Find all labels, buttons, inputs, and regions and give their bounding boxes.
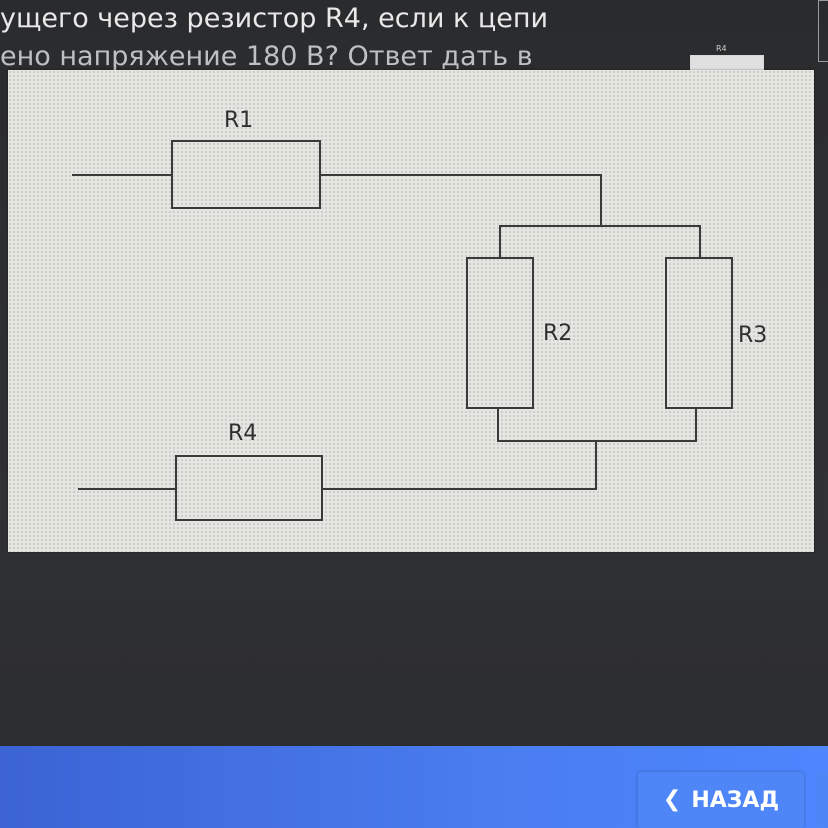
bottom-nav-bar: ❮ НАЗАД bbox=[0, 746, 828, 828]
resistor-r3 bbox=[665, 257, 733, 409]
label-r2: R2 bbox=[543, 321, 572, 346]
wire-node-to-r4 bbox=[322, 441, 597, 490]
next-button[interactable] bbox=[816, 772, 828, 828]
wire-top-bus bbox=[499, 225, 701, 258]
resistor-r2 bbox=[466, 257, 534, 409]
question-line-2: ено напряжение 180 В? Ответ дать в bbox=[0, 41, 533, 72]
back-button-label: НАЗАД bbox=[691, 787, 780, 813]
thumbnail-label: R4 bbox=[716, 44, 727, 53]
edge-frame bbox=[818, 0, 828, 62]
question-line-1: ущего через резистор R4, если к цепи bbox=[0, 3, 549, 34]
circuit-diagram: R1 R2 R3 R4 bbox=[8, 70, 814, 552]
label-r3: R3 bbox=[738, 323, 767, 348]
wire-r1-to-node bbox=[320, 174, 602, 226]
wire-bottom-bus bbox=[497, 408, 697, 442]
circuit-svg: R1 R2 R3 R4 bbox=[72, 108, 767, 521]
label-r4: R4 bbox=[228, 421, 257, 446]
back-button[interactable]: ❮ НАЗАД bbox=[638, 772, 804, 828]
resistor-r1 bbox=[171, 140, 321, 209]
question-text: ущего через резистор R4, если к цепи ено… bbox=[0, 0, 700, 76]
chevron-left-icon: ❮ bbox=[662, 787, 682, 812]
resistor-r4 bbox=[175, 455, 323, 521]
label-r1: R1 bbox=[224, 108, 253, 133]
